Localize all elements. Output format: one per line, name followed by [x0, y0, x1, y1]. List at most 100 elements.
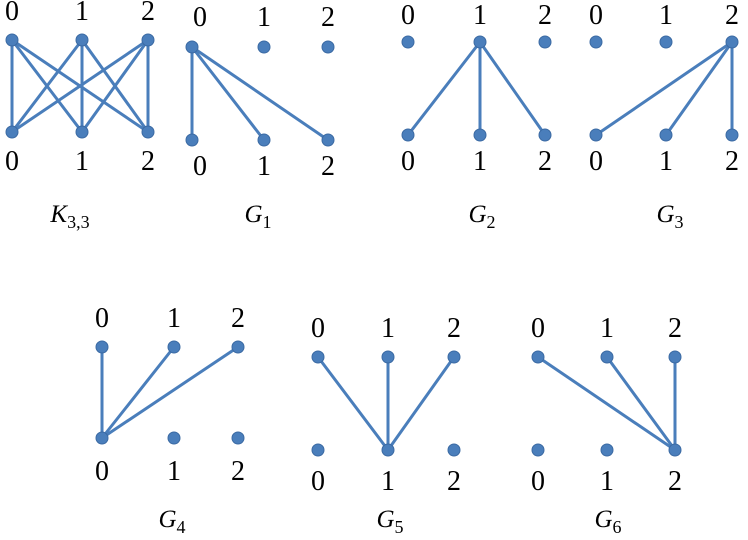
top-vertex-label: 1 — [75, 0, 89, 27]
bottom-vertex-label: 1 — [167, 456, 181, 487]
top-vertex-label: 0 — [589, 0, 603, 31]
top-vertex-label: 1 — [473, 0, 487, 31]
top-vertex-label: 0 — [95, 303, 109, 334]
graph-title: G2 — [468, 201, 495, 232]
top-vertex-2 — [321, 40, 335, 54]
bottom-vertex-label: 2 — [725, 146, 739, 177]
bottom-vertex-0 — [95, 431, 109, 445]
top-vertex-0 — [95, 340, 109, 354]
bottom-vertex-2 — [668, 443, 682, 457]
top-vertex-1 — [473, 35, 487, 49]
bottom-vertex-2 — [141, 125, 155, 139]
edge-top1-bottom0 — [406, 40, 482, 137]
bottom-vertex-label: 2 — [231, 456, 245, 487]
bottom-vertex-label: 2 — [141, 146, 155, 177]
top-vertex-label: 0 — [5, 0, 19, 27]
bottom-vertex-0 — [185, 133, 199, 147]
edge-top2-bottom0 — [10, 38, 150, 134]
bottom-vertex-label: 1 — [257, 151, 271, 182]
top-vertex-2 — [725, 35, 739, 49]
graph-g4: 0 1 2 0 1 2G4 — [95, 303, 245, 537]
bottom-vertex-label: 1 — [473, 146, 487, 177]
graph-title-name: G — [376, 506, 394, 533]
graph-title-name: G — [244, 201, 262, 228]
graph-title-subscript: 1 — [263, 212, 272, 232]
edge-top2-bottom1 — [664, 40, 734, 137]
top-vertex-0 — [531, 350, 545, 364]
edge-top1-bottom2 — [605, 355, 677, 452]
top-vertex-label: 1 — [167, 303, 181, 334]
bottom-vertex-label: 1 — [600, 466, 614, 497]
top-vertex-label: 2 — [141, 0, 155, 27]
graph-title: G3 — [656, 201, 683, 232]
graph-title-subscript: 6 — [613, 517, 622, 537]
bottom-vertex-label: 0 — [95, 456, 109, 487]
graph-title-name: G — [594, 506, 612, 533]
bottom-vertex-1 — [659, 128, 673, 142]
edge-top1-bottom2 — [478, 40, 547, 137]
top-vertex-label: 0 — [401, 0, 415, 31]
bottom-vertex-0 — [311, 443, 325, 457]
graph-title: G5 — [376, 506, 403, 537]
top-vertex-2 — [668, 350, 682, 364]
bottom-vertex-label: 2 — [447, 466, 461, 497]
top-vertex-label: 1 — [381, 313, 395, 344]
edge-top1-bottom0 — [10, 38, 84, 134]
graph-title: G4 — [158, 506, 185, 537]
bottom-vertex-2 — [538, 128, 552, 142]
top-vertex-1 — [600, 350, 614, 364]
bottom-vertex-1 — [75, 125, 89, 139]
graph-title-name: K — [49, 201, 68, 228]
edge-top2-bottom0 — [594, 40, 734, 137]
top-vertex-label: 1 — [600, 313, 614, 344]
top-vertex-label: 0 — [193, 2, 207, 33]
graph-title-subscript: 2 — [487, 212, 496, 232]
top-vertex-0 — [5, 33, 19, 47]
top-vertex-0 — [589, 35, 603, 49]
graph-title-name: G — [656, 201, 674, 228]
top-vertex-1 — [381, 350, 395, 364]
edge-top2-bottom0 — [100, 345, 240, 440]
bottom-vertex-label: 0 — [193, 151, 207, 182]
bottom-vertex-0 — [589, 128, 603, 142]
graph-title-subscript: 3 — [675, 212, 684, 232]
top-vertex-label: 2 — [538, 0, 552, 31]
top-vertex-label: 0 — [311, 313, 325, 344]
edge-top2-bottom1 — [386, 355, 456, 452]
bottom-vertex-label: 0 — [589, 146, 603, 177]
top-vertex-2 — [447, 350, 461, 364]
edge-top0-bottom2 — [536, 355, 677, 452]
top-vertex-label: 2 — [725, 0, 739, 31]
edge-top1-bottom0 — [100, 345, 176, 440]
bottom-vertex-label: 0 — [5, 146, 19, 177]
top-vertex-2 — [538, 35, 552, 49]
bottom-vertex-1 — [600, 443, 614, 457]
bottom-vertex-label: 0 — [311, 466, 325, 497]
graph-title-subscript: 4 — [177, 517, 186, 537]
top-vertex-0 — [401, 35, 415, 49]
bottom-vertex-2 — [447, 443, 461, 457]
bottom-vertex-1 — [167, 431, 181, 445]
bottom-vertex-1 — [257, 133, 271, 147]
graph-title: G1 — [244, 201, 271, 232]
top-vertex-label: 2 — [321, 2, 335, 33]
top-vertex-label: 2 — [231, 303, 245, 334]
graph-title: K3,3 — [49, 201, 89, 232]
bottom-vertex-label: 2 — [538, 146, 552, 177]
graph-title-name: G — [468, 201, 486, 228]
graph-title-name: G — [158, 506, 176, 533]
graph-title-subscript: 3,3 — [67, 212, 90, 232]
top-vertex-label: 1 — [257, 2, 271, 33]
edge-top0-bottom2 — [190, 45, 330, 142]
graph-title-subscript: 5 — [395, 517, 404, 537]
graph-title: G6 — [594, 506, 621, 537]
bottom-vertex-0 — [531, 443, 545, 457]
bottom-vertex-label: 0 — [401, 146, 415, 177]
bottom-vertex-label: 2 — [321, 151, 335, 182]
top-vertex-1 — [75, 33, 89, 47]
